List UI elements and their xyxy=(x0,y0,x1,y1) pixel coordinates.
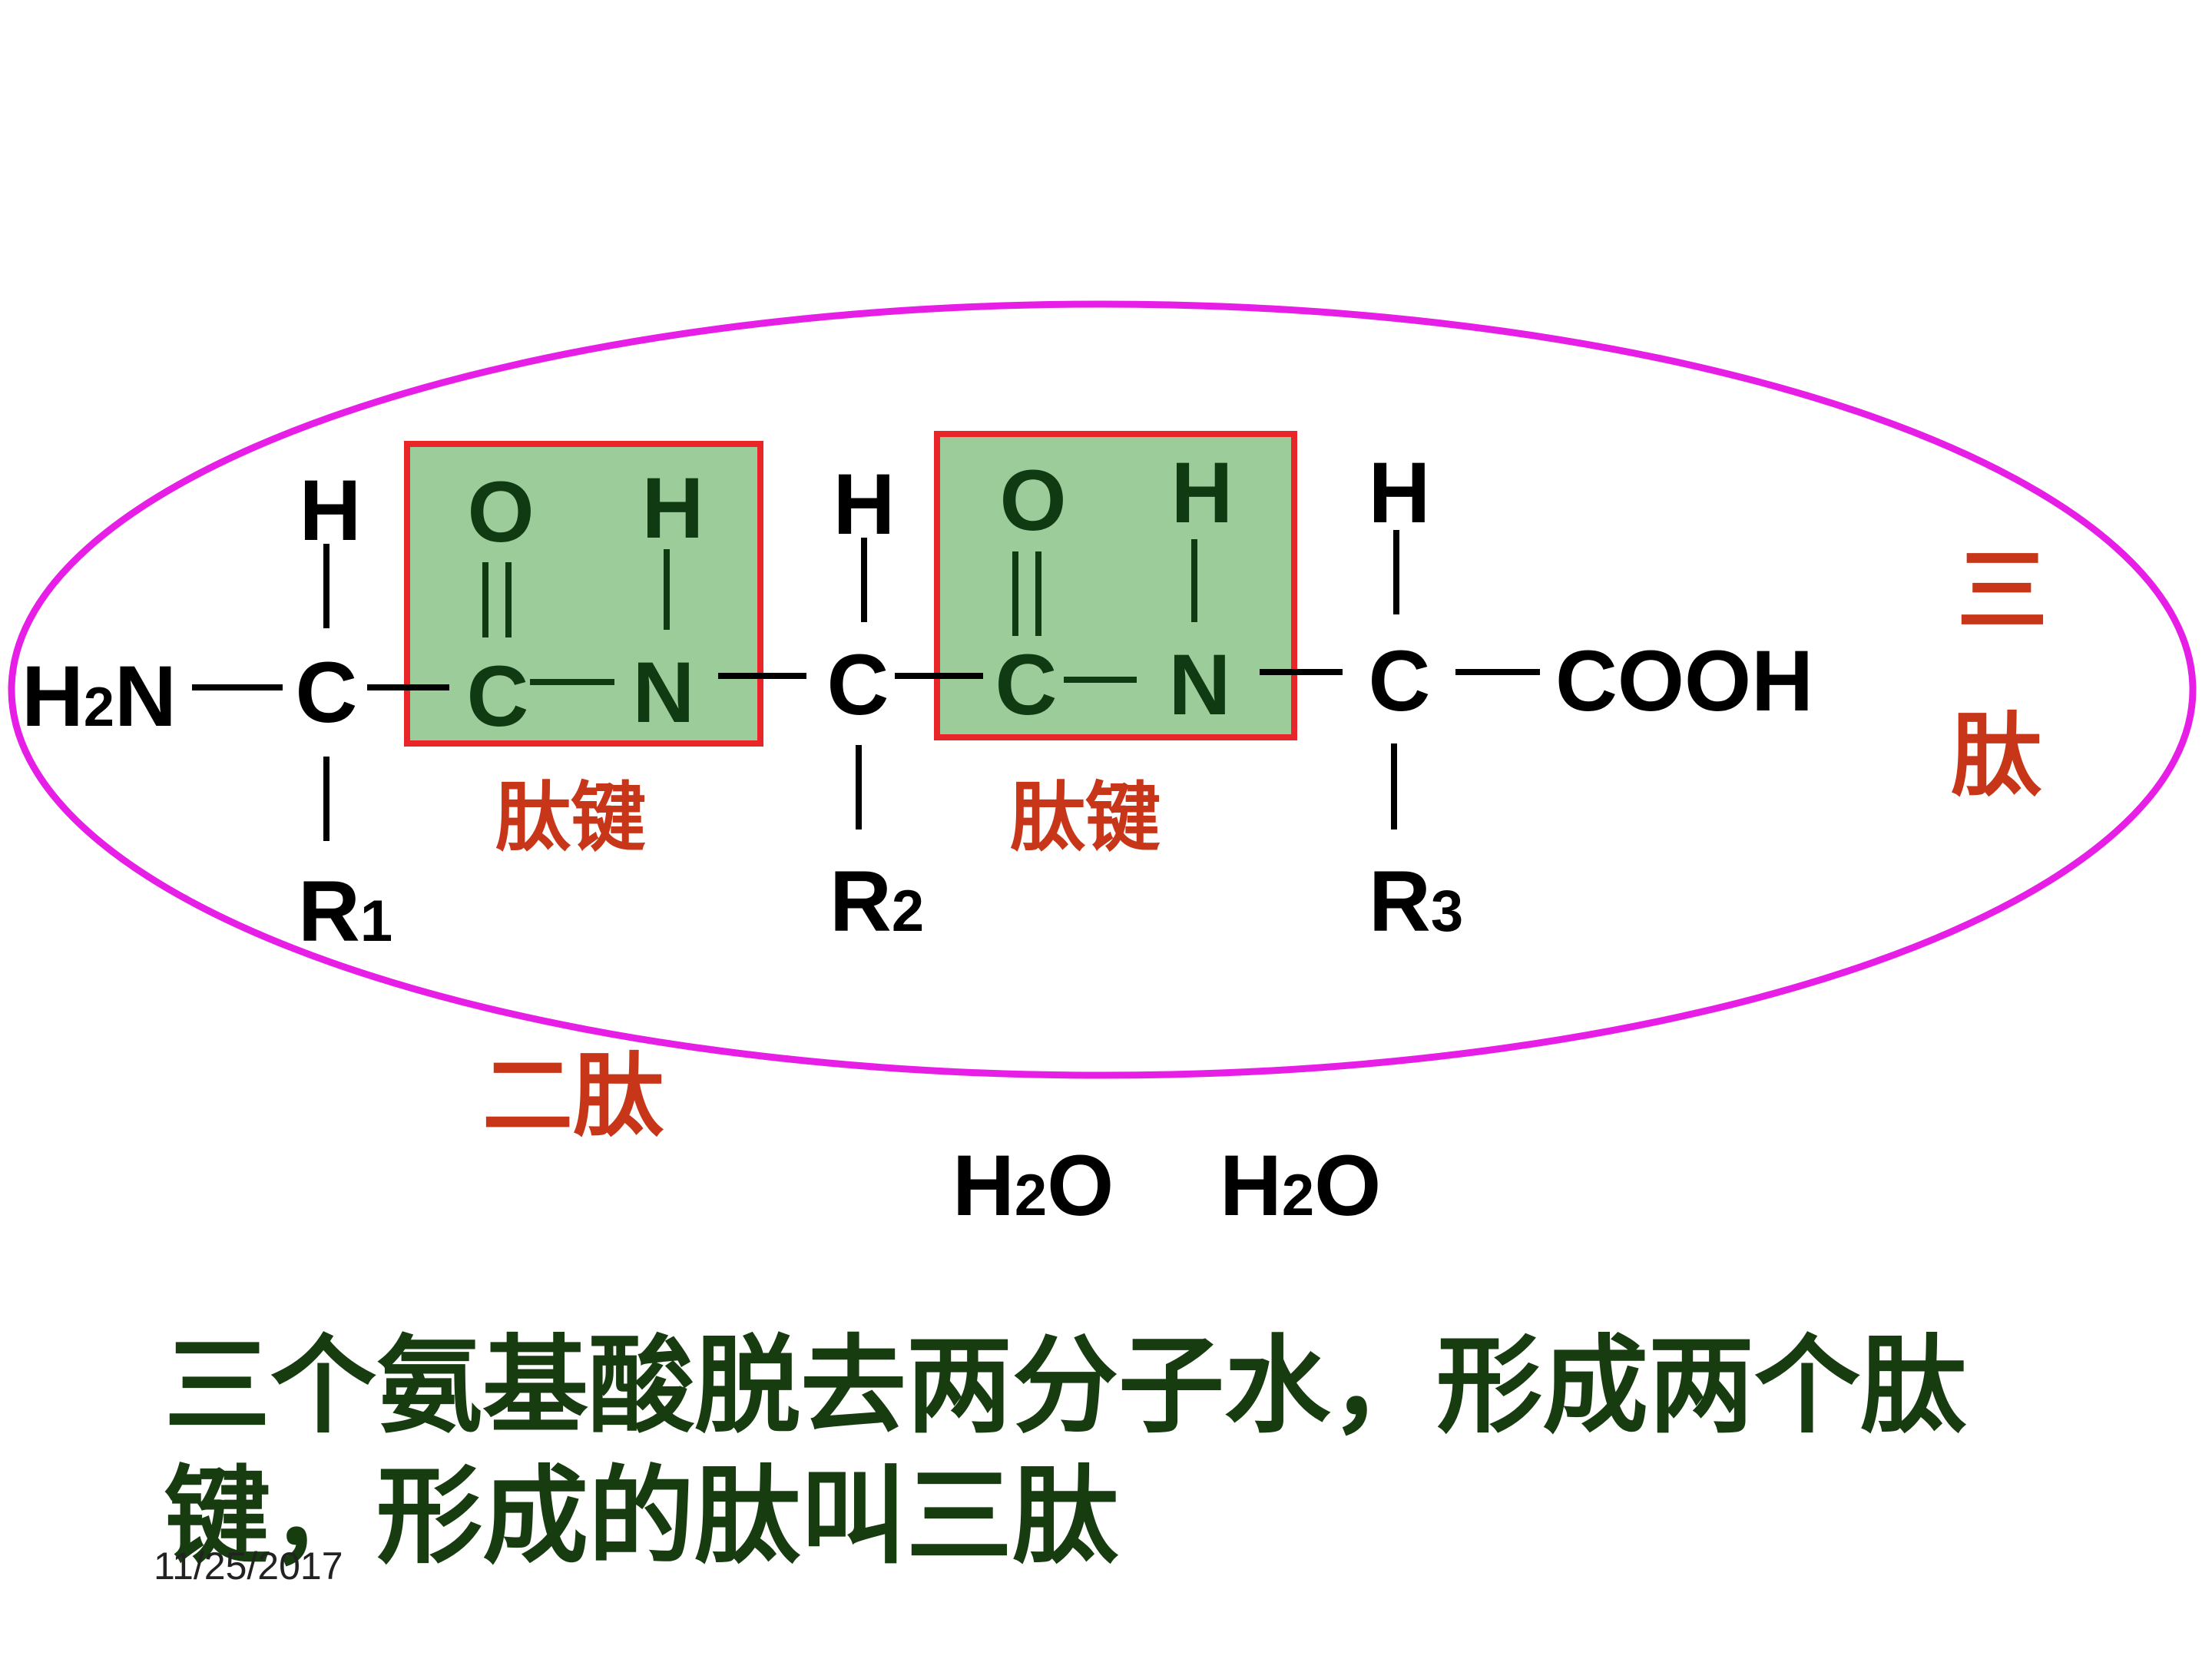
atom-o2: O xyxy=(999,452,1066,548)
atom-ca1: C xyxy=(296,644,358,740)
water-molecule-2: H2O xyxy=(1220,1137,1381,1233)
dipeptide-label: 二肽 xyxy=(482,1042,664,1149)
atom-c2: C xyxy=(995,637,1058,733)
caption: 三个氨基酸脱去两分子水，形成两个肽键，形成的肽叫三肽 xyxy=(164,1324,1967,1578)
atom-r3: R3 xyxy=(1369,853,1463,949)
peptide-bond-box-2 xyxy=(934,431,1297,740)
atom-cooh: COOH xyxy=(1555,633,1813,729)
tripeptide-ellipse xyxy=(8,300,2197,1079)
atom-ca1-h: H xyxy=(300,462,362,558)
atom-c1: C xyxy=(467,648,529,744)
water-molecule-1: H2O xyxy=(952,1137,1114,1233)
atom-n1: N xyxy=(633,644,695,740)
peptide-bond-label-1: 肽键 xyxy=(495,773,646,862)
peptide-bond-box-1 xyxy=(404,441,763,747)
atom-ca2: C xyxy=(827,637,889,733)
tripeptide-label-top: 三 xyxy=(1957,537,2048,644)
tripeptide-label-bottom: 肽 xyxy=(1951,702,2042,809)
slide-date: 11/25/2017 xyxy=(154,1545,343,1588)
atom-ca2-h: H xyxy=(833,456,896,552)
atom-n2: N xyxy=(1169,637,1231,733)
atom-o1: O xyxy=(467,464,534,560)
atom-h2n: H2N xyxy=(22,648,177,744)
atom-ca3: C xyxy=(1369,633,1431,729)
atom-ca3-h: H xyxy=(1369,445,1431,541)
atom-r2: R2 xyxy=(830,853,924,949)
peptide-bond-label-2: 肽键 xyxy=(1010,773,1161,862)
atom-n2-h: H xyxy=(1171,445,1233,541)
atom-n1-h: H xyxy=(642,460,704,556)
atom-r1: R1 xyxy=(298,863,392,959)
